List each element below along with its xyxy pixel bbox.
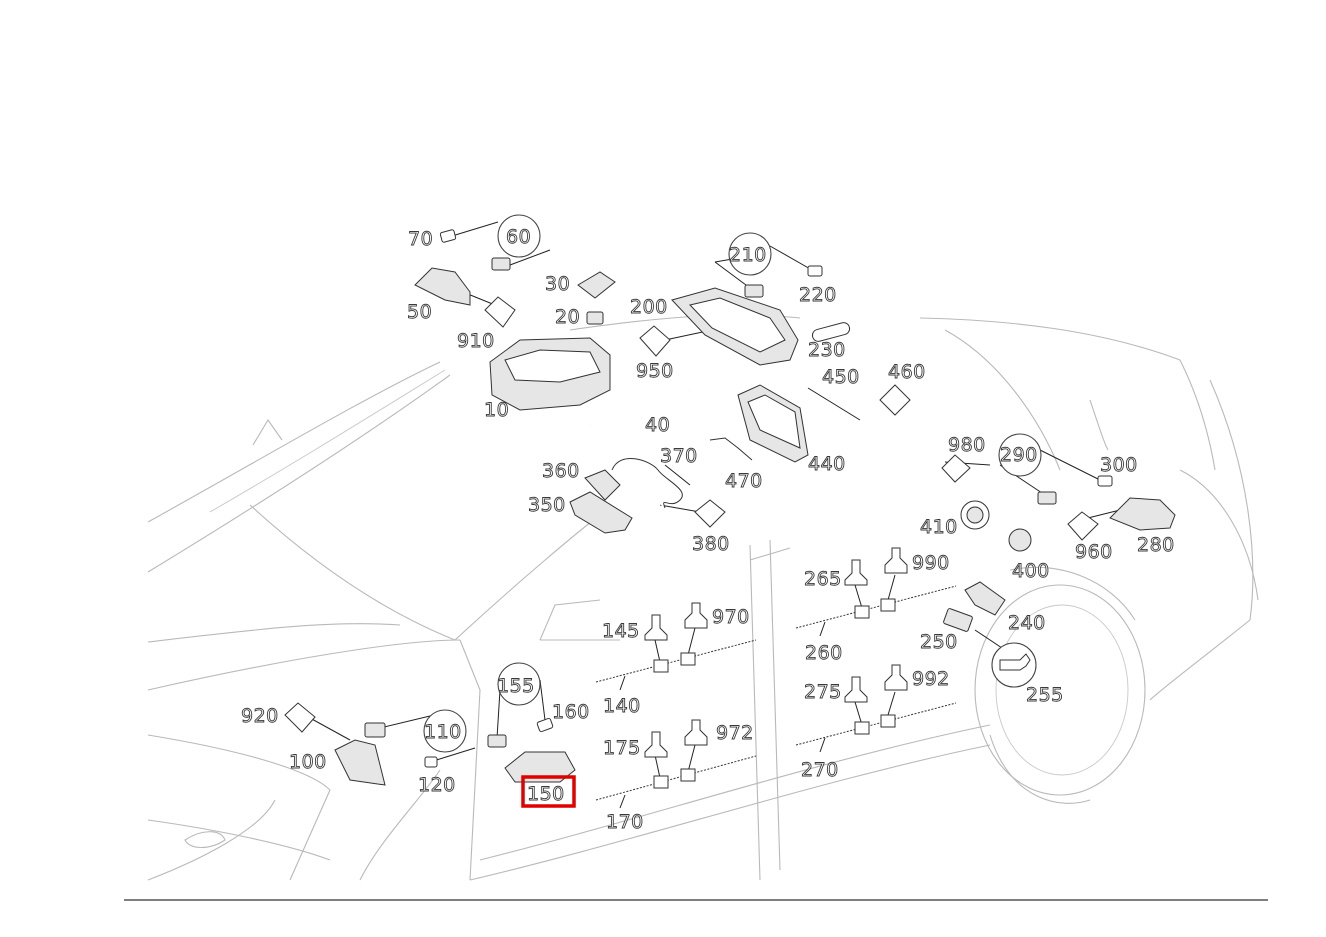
part-label-300[interactable]: 300 <box>1100 454 1138 477</box>
part-label-910[interactable]: 910 <box>457 330 495 353</box>
part-label-60[interactable]: 60 <box>506 226 532 249</box>
part-label-70[interactable]: 70 <box>408 228 434 251</box>
part-label-972[interactable]: 972 <box>716 722 754 745</box>
part-label-270[interactable]: 270 <box>801 759 839 782</box>
part-label-160[interactable]: 160 <box>552 701 590 724</box>
part-label-140[interactable]: 140 <box>603 695 641 718</box>
part-label-155[interactable]: 155 <box>497 675 535 698</box>
part-label-30[interactable]: 30 <box>545 273 571 296</box>
part-label-20[interactable]: 20 <box>555 306 581 329</box>
reference-circles <box>423 214 1042 753</box>
part-label-470[interactable]: 470 <box>725 470 763 493</box>
part-label-175[interactable]: 175 <box>603 737 641 760</box>
part-label-992[interactable]: 992 <box>912 668 950 691</box>
part-labels: 70 60 30 20 50 910 10 40 210 220 200 230… <box>241 226 1175 834</box>
part-label-970[interactable]: 970 <box>712 606 750 629</box>
part-label-220[interactable]: 220 <box>799 284 837 307</box>
part-label-440[interactable]: 440 <box>808 453 846 476</box>
parts <box>284 229 1176 801</box>
part-label-260[interactable]: 260 <box>805 642 843 665</box>
part-label-40[interactable]: 40 <box>645 414 671 437</box>
highlight-box <box>521 775 576 808</box>
part-label-980[interactable]: 980 <box>948 434 986 457</box>
part-label-10[interactable]: 10 <box>484 399 510 422</box>
part-label-200[interactable]: 200 <box>630 296 668 319</box>
part-label-290[interactable]: 290 <box>1000 444 1038 467</box>
part-label-250[interactable]: 250 <box>920 631 958 654</box>
part-label-370[interactable]: 370 <box>660 445 698 468</box>
part-label-50[interactable]: 50 <box>407 301 433 324</box>
part-label-400[interactable]: 400 <box>1012 560 1050 583</box>
part-label-920[interactable]: 920 <box>241 705 279 728</box>
part-label-110[interactable]: 110 <box>424 721 462 744</box>
part-label-100[interactable]: 100 <box>289 751 327 774</box>
part-label-990[interactable]: 990 <box>912 552 950 575</box>
car-outline <box>147 314 1259 881</box>
part-label-360[interactable]: 360 <box>542 460 580 483</box>
part-label-410[interactable]: 410 <box>920 516 958 539</box>
part-label-240[interactable]: 240 <box>1008 612 1046 635</box>
part-label-120[interactable]: 120 <box>418 774 456 797</box>
part-label-145[interactable]: 145 <box>602 620 640 643</box>
part-label-275[interactable]: 275 <box>804 681 842 704</box>
part-label-230[interactable]: 230 <box>808 339 846 362</box>
part-label-150[interactable]: 150 <box>527 783 565 806</box>
part-label-950[interactable]: 950 <box>636 360 674 383</box>
leader-lines <box>309 221 1121 809</box>
part-label-265[interactable]: 265 <box>804 568 842 591</box>
part-label-170[interactable]: 170 <box>606 811 644 834</box>
part-label-960[interactable]: 960 <box>1075 541 1113 564</box>
part-label-255[interactable]: 255 <box>1026 684 1064 707</box>
part-label-210[interactable]: 210 <box>729 244 767 267</box>
part-label-450[interactable]: 450 <box>822 366 860 389</box>
part-label-350[interactable]: 350 <box>528 494 566 517</box>
part-label-380[interactable]: 380 <box>692 533 730 556</box>
part-label-460[interactable]: 460 <box>888 361 926 384</box>
part-label-280[interactable]: 280 <box>1137 534 1175 557</box>
